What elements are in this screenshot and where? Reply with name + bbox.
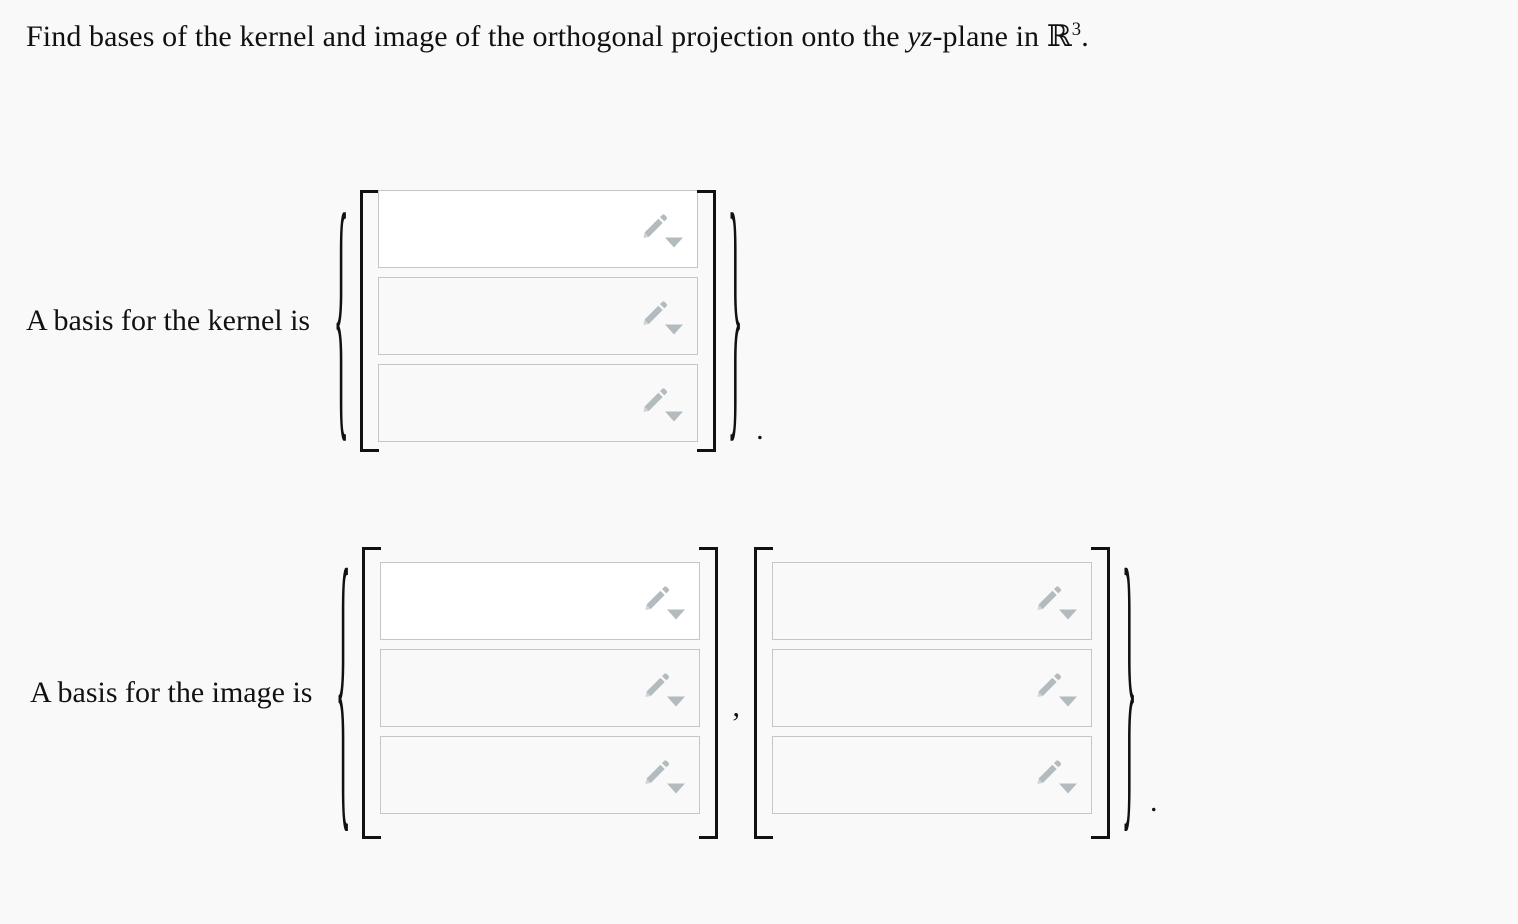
image-vector-1-cell-1[interactable] [380, 562, 701, 640]
pencil-icon[interactable] [1035, 584, 1063, 612]
kernel-vector-1-input-3[interactable] [379, 365, 698, 441]
image-vector-2-input-3[interactable] [772, 737, 1091, 813]
chevron-down-icon[interactable] [665, 237, 684, 248]
kernel-vector-1-input-2[interactable] [379, 278, 698, 354]
image-answer-row: A basis for the image is { [30, 512, 1158, 863]
image-vector-1-right-bracket [699, 546, 719, 839]
chevron-down-icon[interactable] [1058, 609, 1077, 620]
image-vector-2-edit-affordance-1[interactable] [1035, 584, 1077, 620]
question-prefix: Find bases of the kernel and image of th… [26, 20, 908, 53]
kernel-terminator: . [756, 413, 764, 446]
image-vector-2-cell-3[interactable] [771, 736, 1092, 814]
image-row-label: A basis for the image is [30, 675, 313, 709]
pencil-icon[interactable] [643, 671, 671, 699]
chevron-down-icon[interactable] [1058, 783, 1077, 794]
image-vector-1-cell-3[interactable] [380, 736, 701, 814]
question-suffix: . [1081, 20, 1089, 53]
kernel-vector-1-edit-affordance-1[interactable] [641, 212, 684, 248]
chevron-down-icon[interactable] [667, 696, 686, 707]
image-vector-1-cell-2[interactable] [380, 649, 701, 727]
kernel-vector-1-edit-affordance-2[interactable] [641, 299, 684, 335]
image-vector-2-edit-affordance-3[interactable] [1035, 758, 1077, 794]
kernel-vector-1-input-1[interactable] [379, 191, 698, 267]
image-vector-2-cell-1[interactable] [771, 562, 1092, 640]
chevron-down-icon[interactable] [665, 411, 684, 422]
kernel-vector-1-cell-1[interactable] [378, 190, 699, 268]
image-vector-1-left-bracket [362, 546, 382, 839]
question-prompt: Find bases of the kernel and image of th… [26, 16, 1089, 58]
image-vector-1-edit-affordance-2[interactable] [643, 671, 686, 707]
pencil-icon[interactable] [1035, 671, 1063, 699]
kernel-vector-1-cell-2[interactable] [378, 277, 699, 355]
dimension-exponent: 3 [1071, 19, 1082, 40]
image-vector-2-matrix [752, 546, 1112, 839]
pencil-icon[interactable] [641, 212, 669, 240]
kernel-vector-1-matrix [358, 189, 718, 452]
image-vector-1-edit-affordance-3[interactable] [643, 758, 686, 794]
kernel-vector-1-left-bracket [360, 189, 380, 452]
image-vector-2-right-bracket [1090, 546, 1110, 839]
kernel-vector-1-right-bracket [697, 189, 717, 452]
kernel-vector-1-cell-3[interactable] [378, 364, 699, 442]
image-vector-1-input-1[interactable] [381, 563, 700, 639]
question-middle: -plane in [932, 20, 1047, 53]
image-vector-2-input-2[interactable] [772, 650, 1091, 726]
kernel-answer-row: A basis for the kernel is { [26, 164, 764, 468]
pencil-icon[interactable] [641, 386, 669, 414]
chevron-down-icon[interactable] [665, 324, 684, 335]
real-numbers-symbol: ℝ [1046, 19, 1072, 54]
image-vector-separator: , [732, 689, 740, 723]
image-vector-2-left-bracket [753, 546, 773, 839]
question-math-variable: yz [907, 20, 933, 53]
image-vector-1-matrix [360, 546, 720, 839]
image-vector-1-input-2[interactable] [381, 650, 700, 726]
image-vector-2-cell-2[interactable] [771, 649, 1092, 727]
pencil-icon[interactable] [643, 584, 671, 612]
kernel-row-label: A basis for the kernel is [26, 303, 311, 337]
pencil-icon[interactable] [641, 299, 669, 327]
image-vector-2-input-1[interactable] [772, 563, 1091, 639]
chevron-down-icon[interactable] [667, 783, 686, 794]
image-vector-2-edit-affordance-2[interactable] [1035, 671, 1077, 707]
pencil-icon[interactable] [1035, 758, 1063, 786]
image-terminator: . [1149, 785, 1158, 818]
chevron-down-icon[interactable] [1058, 696, 1077, 707]
kernel-vector-1-edit-affordance-3[interactable] [641, 386, 684, 422]
pencil-icon[interactable] [643, 758, 671, 786]
image-vector-1-input-3[interactable] [381, 737, 700, 813]
image-vector-1-edit-affordance-1[interactable] [643, 584, 686, 620]
chevron-down-icon[interactable] [667, 609, 686, 620]
